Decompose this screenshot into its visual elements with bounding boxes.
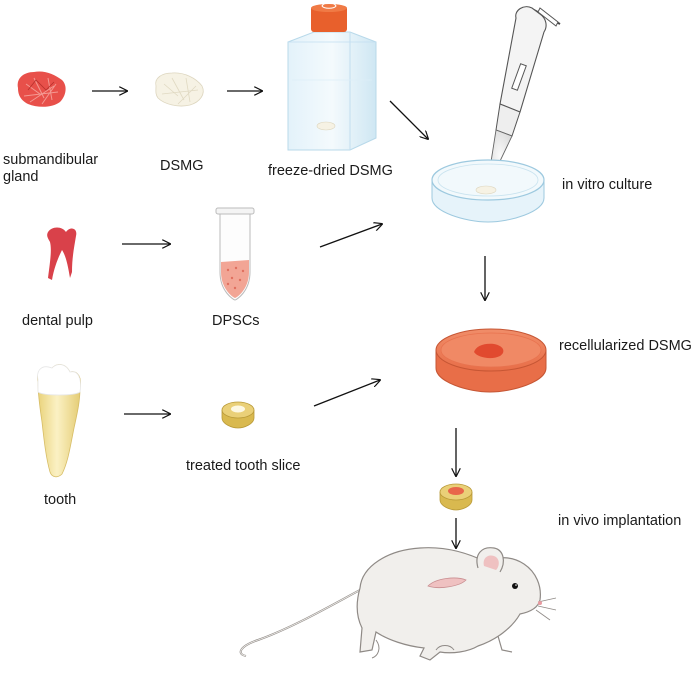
submandibular-gland-icon xyxy=(17,71,66,107)
in-vitro-dish-icon xyxy=(431,159,545,223)
tooth-icon xyxy=(37,364,81,478)
implant-construct-icon xyxy=(439,483,473,511)
label-dpscs: DPSCs xyxy=(212,313,260,329)
dpscs-tube-icon xyxy=(215,207,255,301)
label-dental-pulp: dental pulp xyxy=(22,313,93,329)
recellularized-dish-icon xyxy=(435,328,547,393)
arrow-flask-to-dish xyxy=(389,100,428,139)
mouse-icon xyxy=(239,547,557,661)
dental-pulp-icon xyxy=(47,227,77,280)
label-freeze-dried-dsmg: freeze-dried DSMG xyxy=(268,163,393,179)
label-submandibular-gland: submandibular gland xyxy=(3,152,99,185)
dsmg-icon xyxy=(155,72,204,107)
label-in-vivo-implantation: in vivo implantation xyxy=(558,513,682,529)
label-recellularized-dsmg: recellularized DSMG xyxy=(559,338,692,354)
culture-flask-icon xyxy=(287,2,377,151)
label-dsmg: DSMG xyxy=(160,158,204,174)
label-in-vitro-culture: in vitro culture xyxy=(562,177,653,193)
treated-tooth-slice-icon xyxy=(221,401,255,429)
arrow-dpscs-to-dish xyxy=(319,224,382,248)
label-treated-tooth-slice: treated tooth slice xyxy=(186,458,301,474)
pipette-icon xyxy=(487,6,561,183)
arrow-slice-to-dish xyxy=(313,380,380,407)
label-tooth: tooth xyxy=(44,492,77,508)
